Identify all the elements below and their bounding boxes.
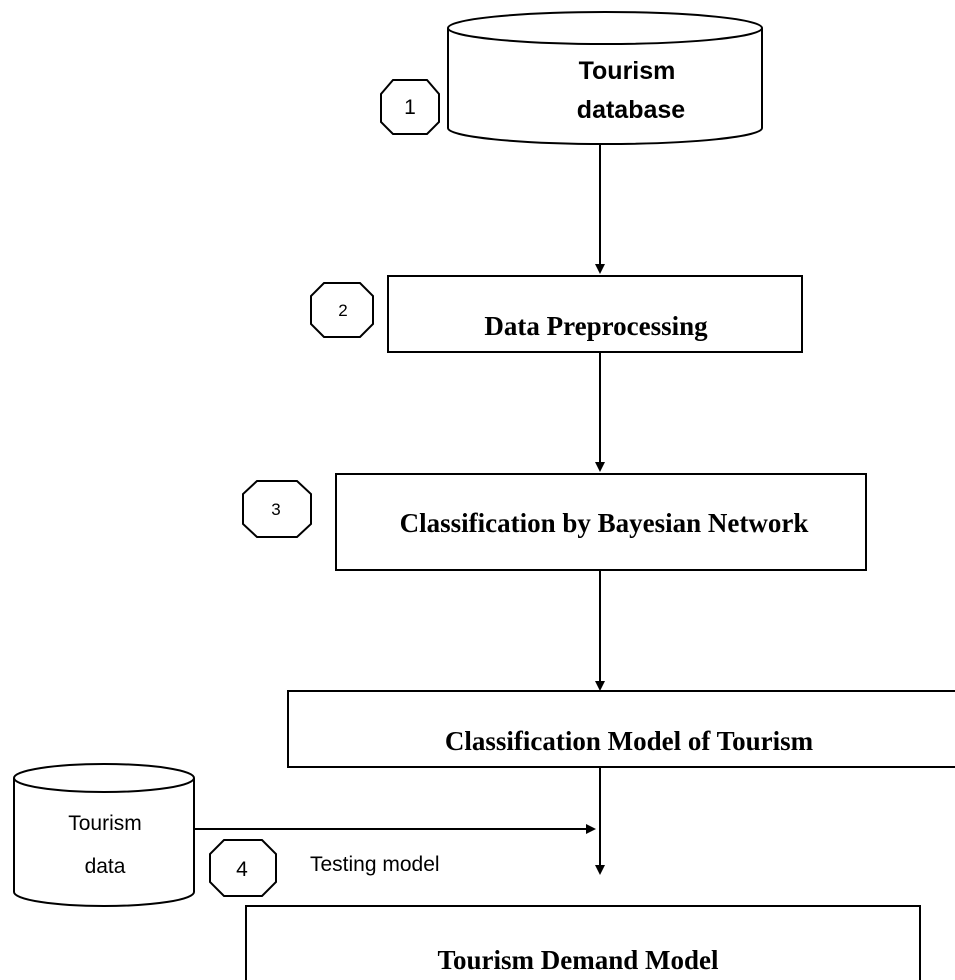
- classification-model-box: Classification Model of Tourism: [287, 690, 955, 768]
- step-2-number: 2: [338, 301, 347, 320]
- tourism-data-cylinder: Tourism data: [13, 763, 195, 907]
- step-2-badge: 2: [310, 282, 374, 338]
- tourism-demand-model-box: Tourism Demand Model: [245, 905, 921, 980]
- bayesian-classification-box: Classification by Bayesian Network: [335, 473, 867, 571]
- step-1-number: 1: [404, 96, 416, 119]
- step-4-number: 4: [236, 858, 248, 881]
- tourism-database-label-line2: database: [577, 96, 685, 124]
- data-preprocessing-box: Data Preprocessing: [387, 275, 803, 353]
- step-3-badge: 3: [242, 480, 312, 538]
- tourism-demand-model-label: Tourism Demand Model: [437, 945, 719, 975]
- bayesian-classification-label: Classification by Bayesian Network: [400, 508, 809, 538]
- tourism-data-label-line1: Tourism: [68, 812, 142, 835]
- data-preprocessing-label: Data Preprocessing: [484, 311, 708, 341]
- step-3-number: 3: [271, 500, 280, 519]
- tourism-database-cylinder: Tourism database: [447, 11, 763, 145]
- testing-model-label: Testing model: [310, 853, 440, 876]
- step-4-badge: 4: [209, 839, 277, 897]
- tourism-data-label-line2: data: [85, 855, 126, 878]
- classification-model-label: Classification Model of Tourism: [445, 726, 814, 756]
- tourism-database-label-line1: Tourism: [579, 57, 676, 85]
- step-1-badge: 1: [380, 79, 440, 135]
